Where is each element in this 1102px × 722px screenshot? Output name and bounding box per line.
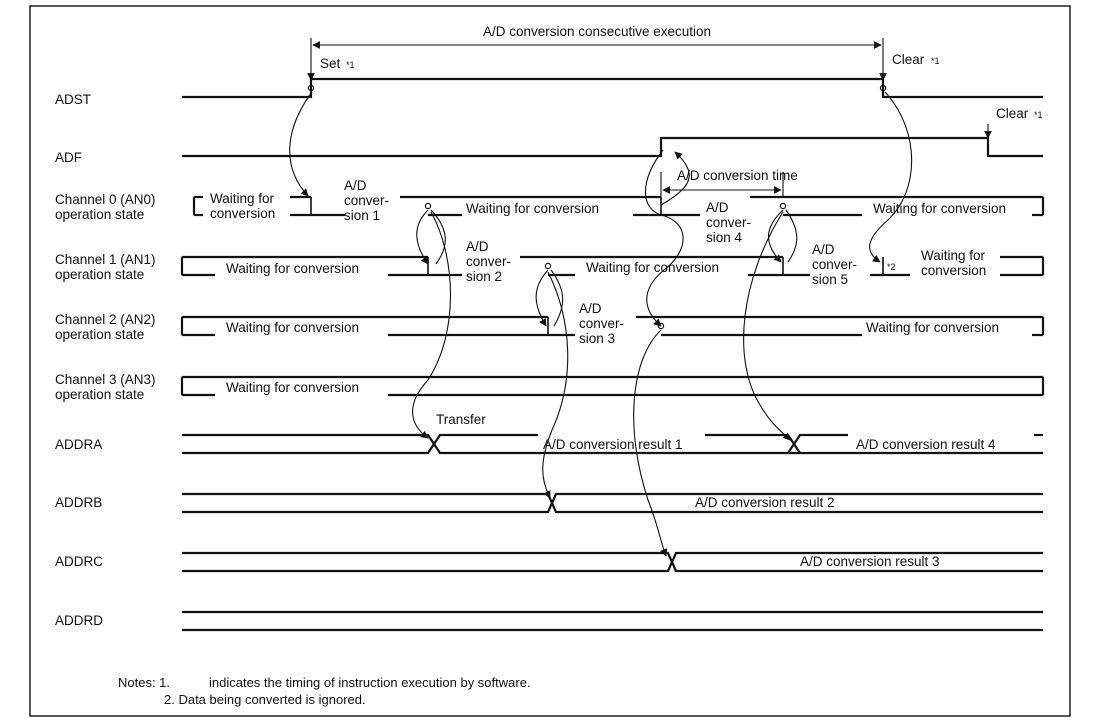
- label-addrb: ADDRB: [55, 495, 102, 510]
- ch2-waiting-end: Waiting for conversion: [866, 320, 999, 335]
- clear-adst-note-mark: *1: [931, 56, 940, 66]
- set-note-mark: *1: [346, 60, 355, 70]
- label-ch0-line1: Channel 0 (AN0): [55, 192, 156, 207]
- transfer-label: Transfer: [436, 412, 486, 427]
- ignored-mark: *2: [887, 262, 896, 272]
- conv1-line3: sion 1: [344, 208, 380, 223]
- adf-waveform: [182, 136, 1043, 158]
- label-ch3-line1: Channel 3 (AN3): [55, 372, 156, 387]
- conv-time-label: A/D conversion time: [677, 168, 798, 183]
- adst-set-dot: [307, 84, 315, 92]
- ch1-waiting-start: Waiting for conversion: [226, 261, 359, 276]
- label-ch0-line2: operation state: [55, 207, 144, 222]
- addrb-result2: A/D conversion result 2: [695, 495, 835, 510]
- conv3-line3: sion 3: [579, 331, 615, 346]
- conv4-line3: sion 4: [706, 230, 743, 245]
- causal-arrows: [289, 91, 913, 557]
- addra-result1: A/D conversion result 1: [543, 437, 683, 452]
- addra-result4: A/D conversion result 4: [856, 437, 996, 452]
- set-label: Set: [320, 56, 341, 71]
- conv3-line1: A/D: [579, 301, 602, 316]
- ch1-waiting-split-1: Waiting for: [921, 248, 986, 263]
- adst-waveform: [182, 77, 1043, 99]
- clear-adf-note-mark: *1: [1034, 110, 1043, 120]
- note1-text: indicates the timing of instruction exec…: [209, 675, 531, 690]
- label-addrd: ADDRD: [55, 613, 103, 628]
- label-ch1-line2: operation state: [55, 267, 144, 282]
- addrb-waveform: [182, 492, 1043, 514]
- ch3-waveform: [180, 375, 1045, 397]
- label-ch3-line2: operation state: [55, 387, 144, 402]
- clear-adst-label: Clear: [892, 52, 925, 67]
- conv1-line2: conver-: [344, 193, 389, 208]
- ch2-waiting-start: Waiting for conversion: [226, 320, 359, 335]
- consecutive-label: A/D conversion consecutive execution: [483, 24, 711, 39]
- ch1-waveform: [180, 255, 1045, 277]
- conv4-line2: conver-: [706, 215, 751, 230]
- ch3-waiting: Waiting for conversion: [226, 380, 359, 395]
- addrc-waveform: [182, 551, 1043, 573]
- label-addrc: ADDRC: [55, 554, 103, 569]
- conv4-line1: A/D: [706, 200, 729, 215]
- notes-prefix: Notes: 1.: [118, 675, 170, 690]
- label-ch1-line1: Channel 1 (AN1): [55, 252, 156, 267]
- adst-clear-dot: [879, 84, 887, 92]
- ch2-waveform: [180, 315, 1045, 337]
- conv1-line1: A/D: [344, 178, 367, 193]
- conv2-line2: conver-: [466, 254, 511, 269]
- ch0-waiting-end: Waiting for conversion: [873, 201, 1006, 216]
- ch0-waveform: [192, 195, 1045, 217]
- diagram-frame: [29, 5, 1071, 717]
- ch0-waiting-split-2: conversion: [210, 206, 275, 221]
- conv5-line3: sion 5: [812, 272, 848, 287]
- label-adst: ADST: [55, 92, 91, 107]
- label-ch2-line1: Channel 2 (AN2): [55, 312, 156, 327]
- ch1-waiting-split-2: conversion: [921, 263, 986, 278]
- note2-text: 2. Data being converted is ignored.: [164, 692, 366, 707]
- conv2-line3: sion 2: [466, 269, 502, 284]
- clear-adf-label: Clear: [996, 106, 1029, 121]
- label-adf: ADF: [55, 150, 82, 165]
- ch1-waiting-mid: Waiting for conversion: [586, 260, 719, 275]
- conv3-line2: conver-: [579, 316, 624, 331]
- ch0-waiting-mid: Waiting for conversion: [466, 201, 599, 216]
- addrc-result3: A/D conversion result 3: [800, 554, 940, 569]
- label-addra: ADDRA: [55, 437, 102, 452]
- trigger-dots: [424, 202, 787, 330]
- conv5-line1: A/D: [812, 242, 835, 257]
- ch0-waiting-split-1: Waiting for: [210, 191, 275, 206]
- addrd-waveform: [182, 610, 1043, 632]
- conv5-line2: conver-: [812, 257, 857, 272]
- label-ch2-line2: operation state: [55, 327, 144, 342]
- conv2-line1: A/D: [466, 239, 489, 254]
- addra-waveform: [182, 433, 1043, 455]
